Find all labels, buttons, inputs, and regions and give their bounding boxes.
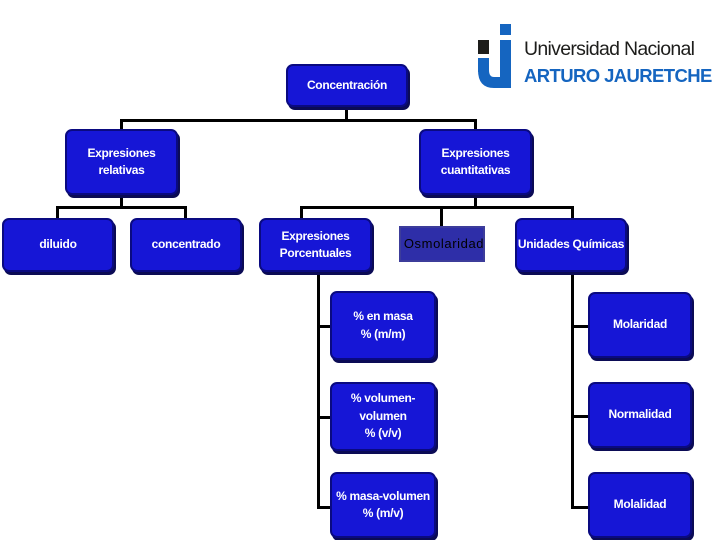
- node-volumen-volumen: % volumen-volumen % (v/v): [330, 382, 436, 451]
- node-osmolaridad: Osmolaridad: [392, 226, 496, 262]
- logo-line1: Universidad Nacional: [524, 38, 695, 60]
- connector-line: [300, 206, 303, 219]
- connector-line: [440, 206, 443, 226]
- connector-line: [56, 206, 186, 209]
- connector-line: [317, 416, 330, 419]
- node-expresiones-porcentuales: Expresiones Porcentuales: [259, 218, 372, 272]
- node-expresiones-cuantitativas: Expresiones cuantitativas: [419, 129, 532, 195]
- node-diluido: diluido: [2, 218, 114, 272]
- connector-line: [184, 206, 187, 219]
- osmolaridad-box: [399, 226, 485, 262]
- osmolaridad-label: Osmolaridad: [403, 236, 485, 251]
- connector-line: [571, 272, 574, 509]
- connector-line: [571, 206, 574, 219]
- node-expresiones-relativas: Expresiones relativas: [65, 129, 178, 195]
- connector-line: [120, 193, 123, 207]
- university-logo: Universidad Nacional ARTURO JAURETCHE: [476, 22, 712, 92]
- node-unidades-quimicas: Unidades Químicas: [515, 218, 627, 272]
- connector-line: [571, 325, 588, 328]
- node-normalidad: Normalidad: [588, 382, 692, 448]
- node-masa-volumen: % masa-volumen % (m/v): [330, 472, 436, 538]
- node-concentrado: concentrado: [130, 218, 242, 272]
- connector-line: [317, 325, 330, 328]
- node-molalidad: Molalidad: [588, 472, 692, 538]
- connector-line: [345, 106, 348, 121]
- connector-line: [120, 119, 476, 122]
- connector-line: [474, 119, 477, 131]
- connector-line: [300, 206, 574, 209]
- node-concentracion: Concentración: [286, 64, 408, 107]
- connector-line: [571, 415, 588, 418]
- connector-line: [120, 119, 123, 131]
- connector-line: [317, 506, 330, 509]
- connector-line: [474, 195, 477, 207]
- node-masa-masa: % en masa % (m/m): [330, 291, 436, 360]
- uaj-logo-icon: [478, 24, 511, 88]
- connector-line: [317, 272, 320, 508]
- node-molaridad: Molaridad: [588, 292, 692, 358]
- connector-line: [571, 506, 588, 509]
- connector-line: [56, 206, 59, 219]
- logo-line2: ARTURO JAURETCHE: [524, 65, 712, 86]
